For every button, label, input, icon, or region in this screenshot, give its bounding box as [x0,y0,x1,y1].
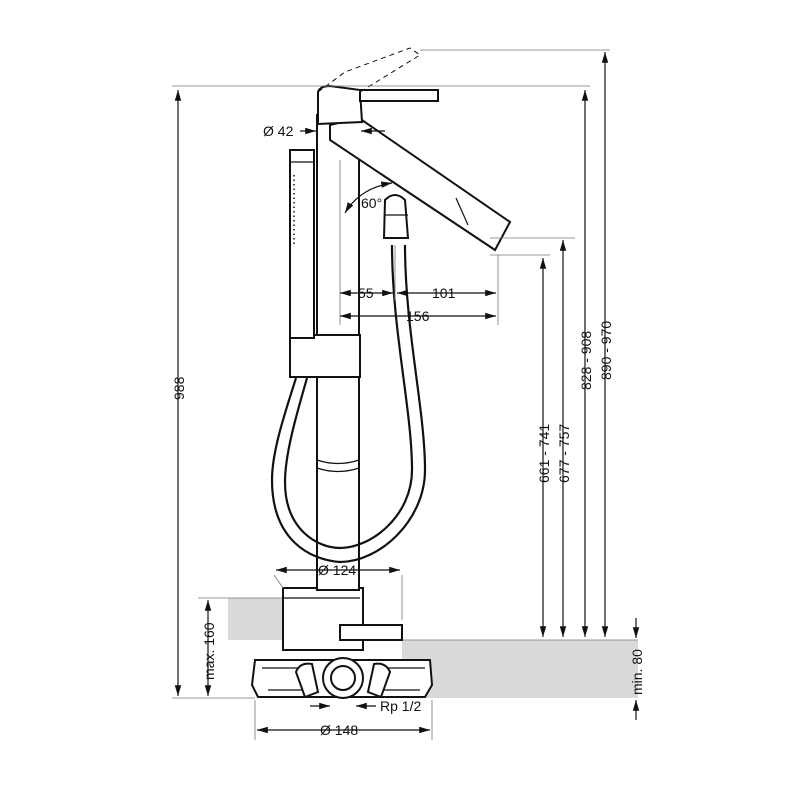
spout-head [382,194,410,239]
dimension-texts: Ø 42 60° 55 101 156 Ø 124 Ø 148 Rp 1/2 9… [171,123,645,738]
label-min80: min. 80 [629,649,645,695]
label-h828: 828 - 908 [578,331,594,390]
label-d101: 101 [432,285,456,301]
mounting-base [250,657,434,699]
lower-housing [282,587,403,651]
dimension-lines [174,51,640,734]
label-h661: 661 - 741 [536,424,552,483]
label-d148: Ø 148 [320,722,358,738]
label-d55: 55 [358,285,374,301]
floor-slab-left [228,598,283,640]
label-rp: Rp 1/2 [380,698,421,714]
extension-lines [172,49,610,740]
hand-shower [289,149,315,339]
label-d42: Ø 42 [263,123,294,139]
floor-slab-right [402,640,638,698]
label-h677: 677 - 757 [556,424,572,483]
label-d124: Ø 124 [318,562,356,578]
label-h988: 988 [171,376,187,400]
label-max160: max. 160 [201,622,217,680]
label-h890: 890 - 970 [598,321,614,380]
shower-hose [270,244,427,564]
shower-holder [289,334,361,378]
label-d156: 156 [406,308,430,324]
label-angle60: 60° [361,195,382,211]
